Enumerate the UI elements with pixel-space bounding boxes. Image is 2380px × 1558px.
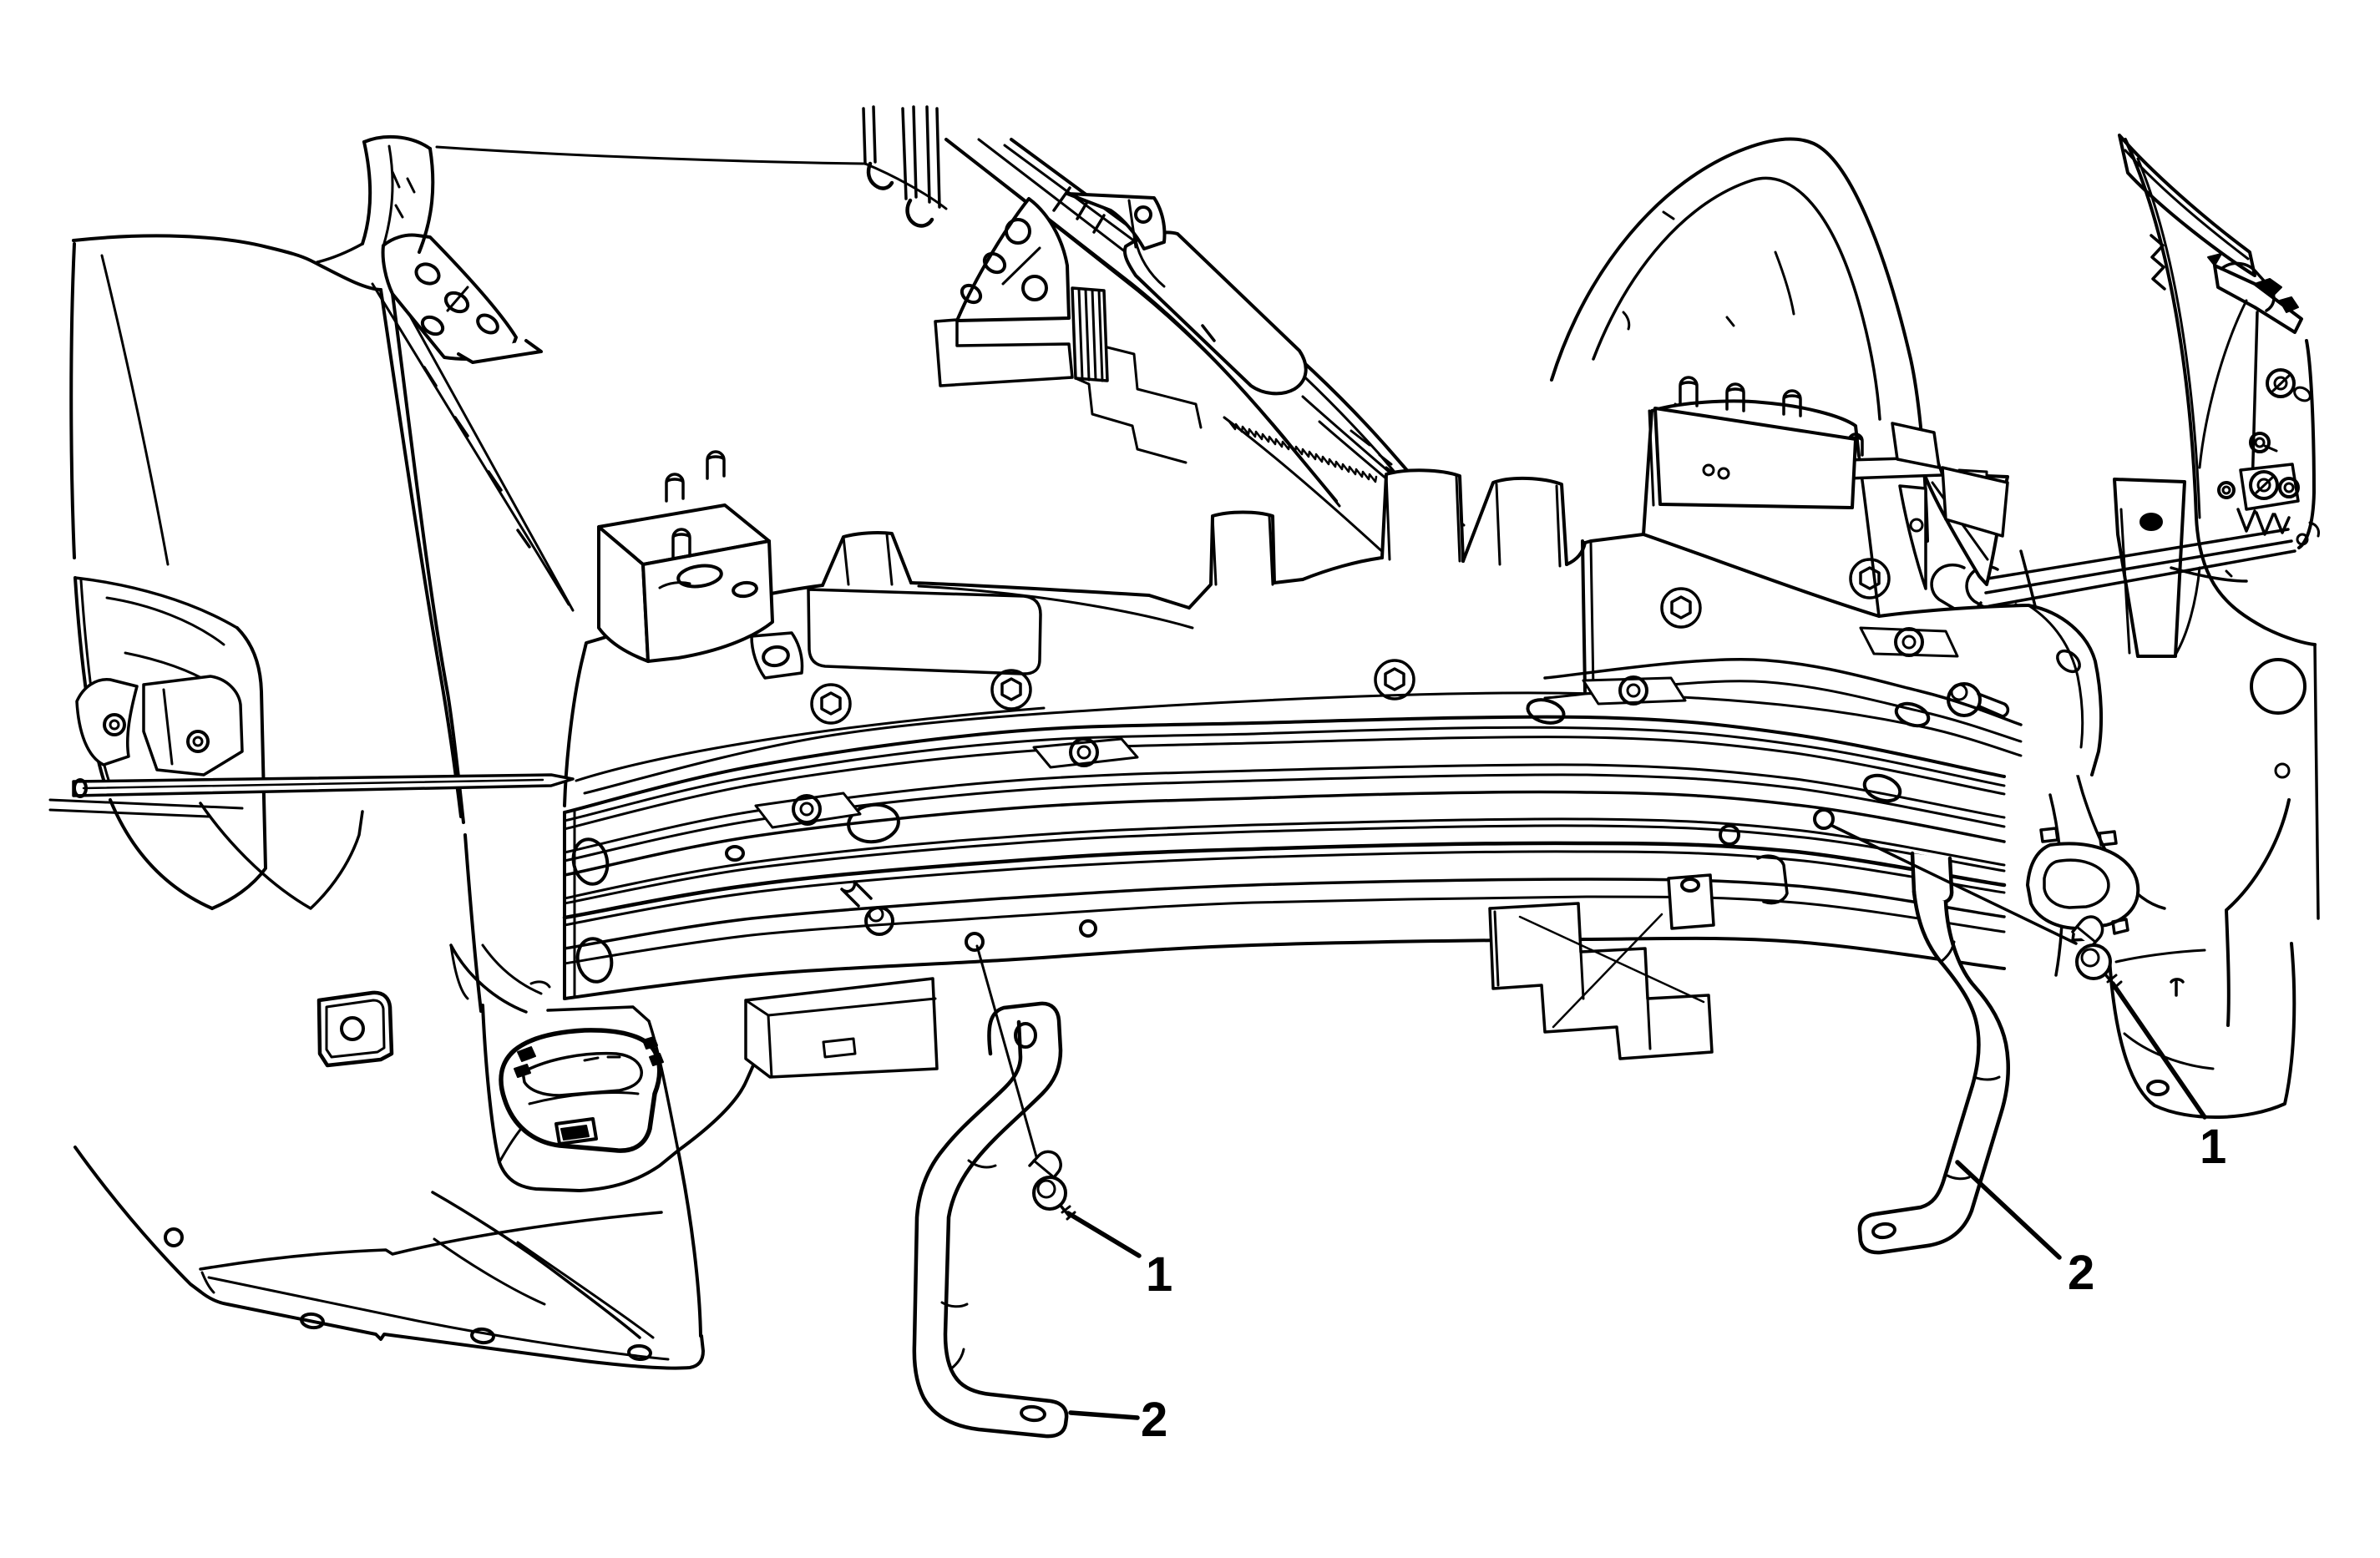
svg-text:2: 2: [1141, 1393, 1167, 1447]
svg-text:2: 2: [2068, 1246, 2094, 1300]
svg-text:1: 1: [1146, 1247, 1172, 1302]
svg-text:1: 1: [2200, 1120, 2226, 1174]
